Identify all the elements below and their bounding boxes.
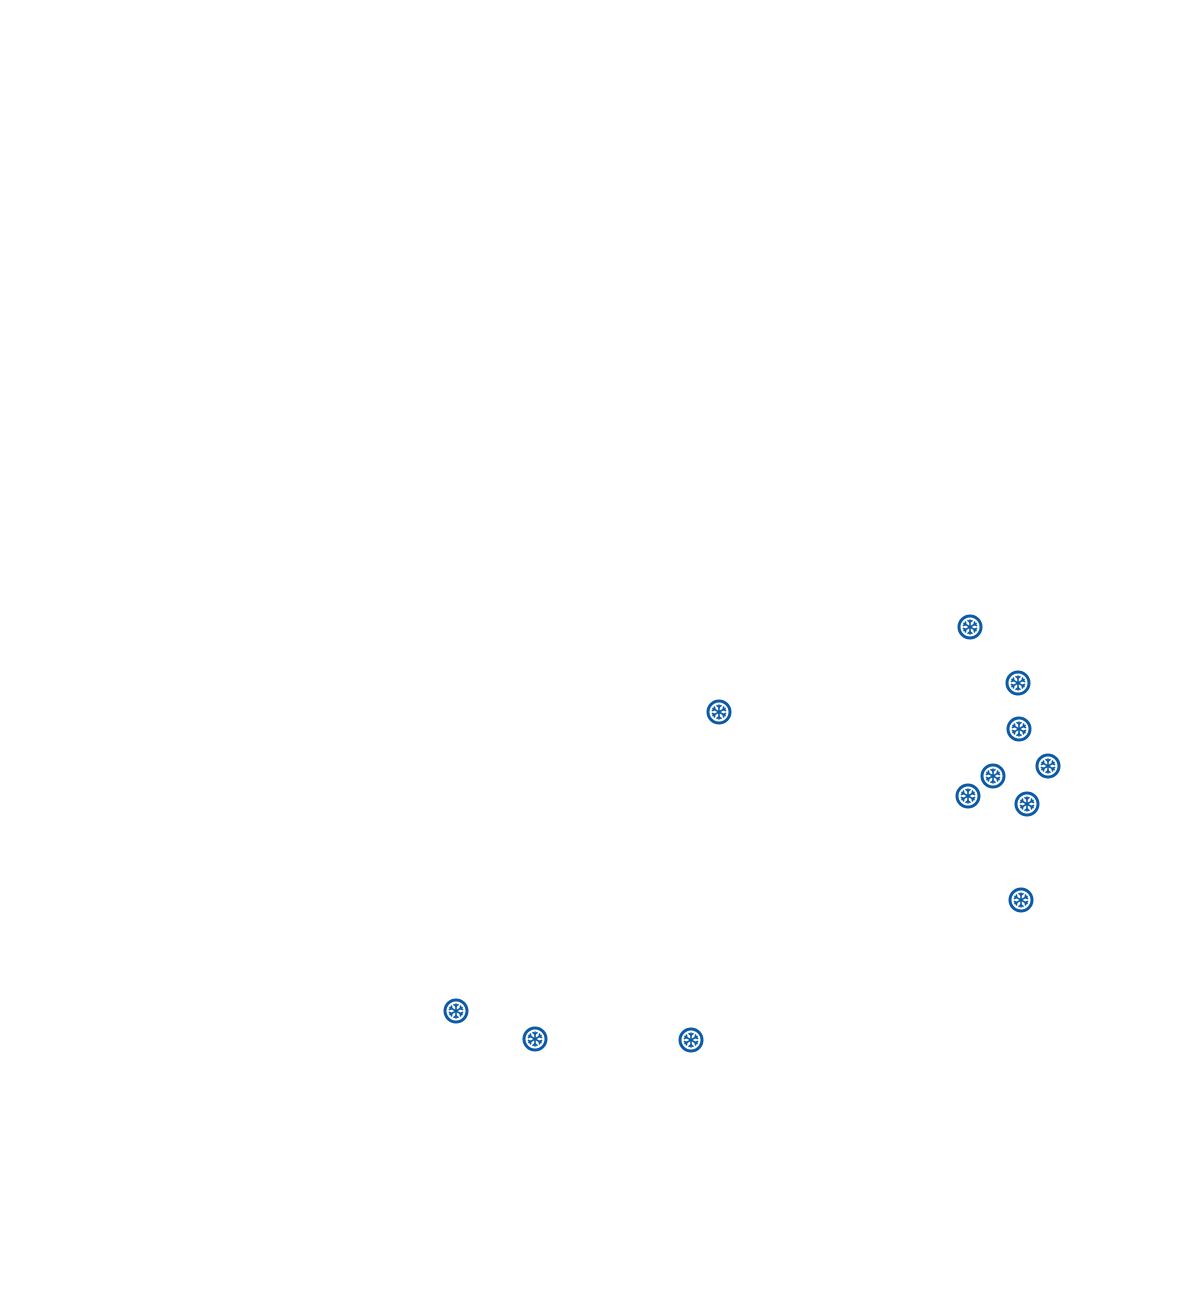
map-marker[interactable] [955,783,981,809]
map-marker[interactable] [443,998,469,1024]
snowflake-icon [706,699,732,725]
snowflake-icon [522,1026,548,1052]
map-marker[interactable] [678,1027,704,1053]
map-marker[interactable] [980,763,1006,789]
snowflake-icon [955,783,981,809]
snowflake-icon [957,614,983,640]
snowflake-icon [678,1027,704,1053]
map-marker[interactable] [957,614,983,640]
map-marker[interactable] [1006,716,1032,742]
snowflake-icon [443,998,469,1024]
map-marker[interactable] [706,699,732,725]
map-marker[interactable] [522,1026,548,1052]
map-marker[interactable] [1035,753,1061,779]
snowflake-icon [1006,716,1032,742]
map-marker[interactable] [1008,887,1034,913]
map-marker[interactable] [1005,670,1031,696]
snowflake-icon [1035,753,1061,779]
map-marker[interactable] [1014,791,1040,817]
snowflake-icon [980,763,1006,789]
snowflake-icon [1014,791,1040,817]
snowflake-icon [1005,670,1031,696]
snowflake-icon [1008,887,1034,913]
